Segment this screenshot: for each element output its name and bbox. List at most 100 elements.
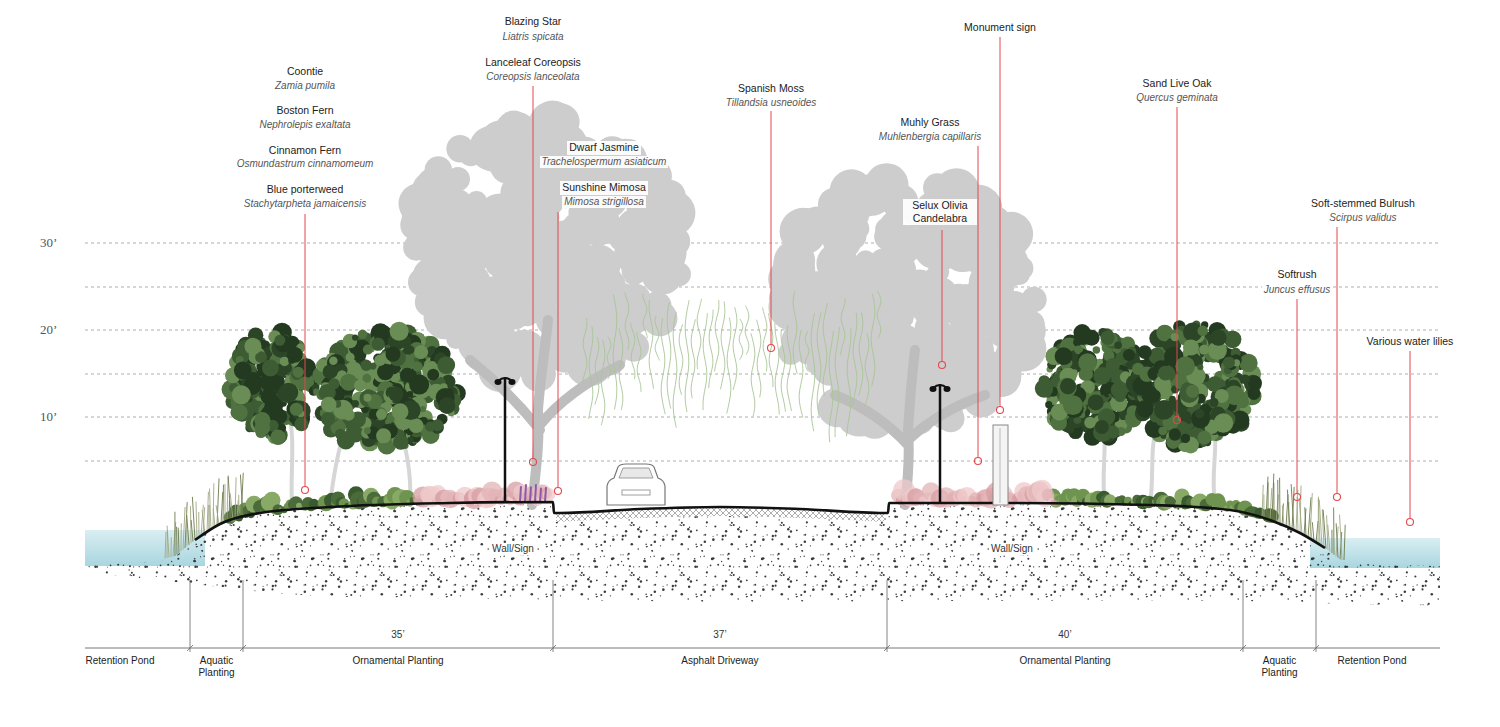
oak-canopy xyxy=(1183,339,1199,355)
background-oak-canopy xyxy=(466,191,487,212)
oak-canopy xyxy=(1045,401,1052,408)
background-oak-canopy xyxy=(590,222,613,245)
spanish-moss-strand xyxy=(697,299,701,369)
spanish-moss-strand xyxy=(835,327,839,437)
background-oak-canopy xyxy=(895,284,927,316)
oak-canopy xyxy=(1093,367,1110,384)
oak-canopy xyxy=(1114,391,1125,402)
spanish-moss-strand xyxy=(655,316,659,360)
dimension-tick xyxy=(190,580,191,652)
background-oak-canopy xyxy=(982,207,1010,235)
aquatic-reed xyxy=(1262,485,1263,518)
oak-canopy xyxy=(293,367,304,378)
oak-canopy xyxy=(1199,345,1209,355)
blazing-star-spike xyxy=(535,484,536,502)
oak-canopy xyxy=(1248,375,1262,389)
spanish-moss-strand xyxy=(865,333,869,405)
oak-canopy xyxy=(400,368,415,383)
oak-canopy xyxy=(1179,383,1199,403)
spanish-moss-strand xyxy=(685,300,689,412)
leader-dot xyxy=(302,487,309,494)
aquatic-reed xyxy=(202,510,205,534)
spanish-moss-strand xyxy=(841,298,845,355)
aquatic-reed xyxy=(1297,497,1299,533)
background-oak-canopy xyxy=(518,248,545,275)
blazing-star-spike xyxy=(530,487,531,503)
oak-canopy xyxy=(343,409,355,421)
aquatic-reed xyxy=(235,477,236,520)
oak-canopy xyxy=(1158,366,1173,381)
dimension-slash xyxy=(240,645,246,651)
soil-stipple xyxy=(85,502,1440,606)
background-oak-canopy xyxy=(830,218,853,241)
aquatic-reed xyxy=(1272,474,1274,521)
leader-line xyxy=(1297,299,1298,494)
oak-canopy xyxy=(1186,385,1199,398)
aquatic-reed xyxy=(1279,478,1280,525)
oak-canopy xyxy=(352,334,358,340)
dimension-slash xyxy=(187,645,193,651)
street-lamp-pole xyxy=(504,377,507,503)
spanish-moss-strand xyxy=(775,323,779,414)
leader-dot xyxy=(1294,494,1301,501)
spanish-moss-strand xyxy=(709,310,713,388)
oak-canopy xyxy=(1239,354,1257,372)
oak-canopy xyxy=(274,335,285,346)
aquatic-reed xyxy=(1310,517,1312,540)
oak-canopy xyxy=(374,354,385,365)
car-grille xyxy=(622,490,650,495)
background-oak-canopy xyxy=(875,348,909,382)
street-lamp-head xyxy=(944,386,951,392)
street-lamp-head xyxy=(930,386,937,392)
spanish-moss-strand xyxy=(721,302,725,390)
aquatic-reed xyxy=(198,512,199,537)
aquatic-reed xyxy=(223,485,224,524)
oak-canopy xyxy=(425,421,435,431)
aquatic-reed xyxy=(181,523,182,551)
oak-canopy xyxy=(232,385,251,404)
oak-canopy xyxy=(1138,345,1152,359)
spanish-moss-strand xyxy=(589,326,593,418)
oak-canopy xyxy=(439,397,456,414)
aquatic-reed xyxy=(1328,525,1330,552)
aquatic-reed xyxy=(176,527,177,555)
background-oak-canopy xyxy=(446,273,486,313)
spanish-moss-strand xyxy=(823,303,827,395)
oak-canopy xyxy=(1060,378,1076,394)
aquatic-reed xyxy=(209,505,210,531)
oak-canopy xyxy=(407,391,414,398)
background-oak-trunk xyxy=(835,350,985,505)
aquatic-reed xyxy=(196,502,197,539)
oak-canopy xyxy=(1223,356,1235,368)
spanish-moss-strand xyxy=(787,325,791,411)
oak-canopy xyxy=(1093,346,1101,354)
spanish-moss-strand xyxy=(691,319,695,398)
dimension-tick xyxy=(1243,580,1244,652)
oak-canopy xyxy=(1154,400,1174,420)
leader-dot xyxy=(1334,494,1341,501)
aquatic-reed xyxy=(1323,510,1326,549)
aquatic-reed xyxy=(240,475,243,518)
aquatic-reed xyxy=(203,507,205,535)
oak-canopy xyxy=(358,330,367,339)
aquatic-reed xyxy=(1266,477,1268,519)
oak-canopy xyxy=(1114,341,1122,349)
oak-canopy xyxy=(1175,356,1195,376)
oak-canopy xyxy=(376,428,391,443)
oak-canopy xyxy=(437,356,455,374)
spanish-moss-strand xyxy=(667,302,671,409)
oak-canopy xyxy=(370,363,377,370)
aquatic-reed xyxy=(165,532,166,559)
aquatic-reed xyxy=(1344,525,1345,560)
oak-canopy xyxy=(377,364,394,381)
leader-dot xyxy=(1174,417,1181,424)
background-oak-canopy xyxy=(486,126,514,154)
spanish-moss-strand xyxy=(607,337,611,380)
street-lamp-head xyxy=(495,379,502,385)
dimension-line xyxy=(85,648,1440,649)
aquatic-reed xyxy=(1268,482,1269,519)
oak-canopy xyxy=(352,400,359,407)
background-oak-canopy xyxy=(543,104,579,140)
aquatic-reed xyxy=(1287,490,1290,529)
background-oak-canopy xyxy=(565,260,609,304)
